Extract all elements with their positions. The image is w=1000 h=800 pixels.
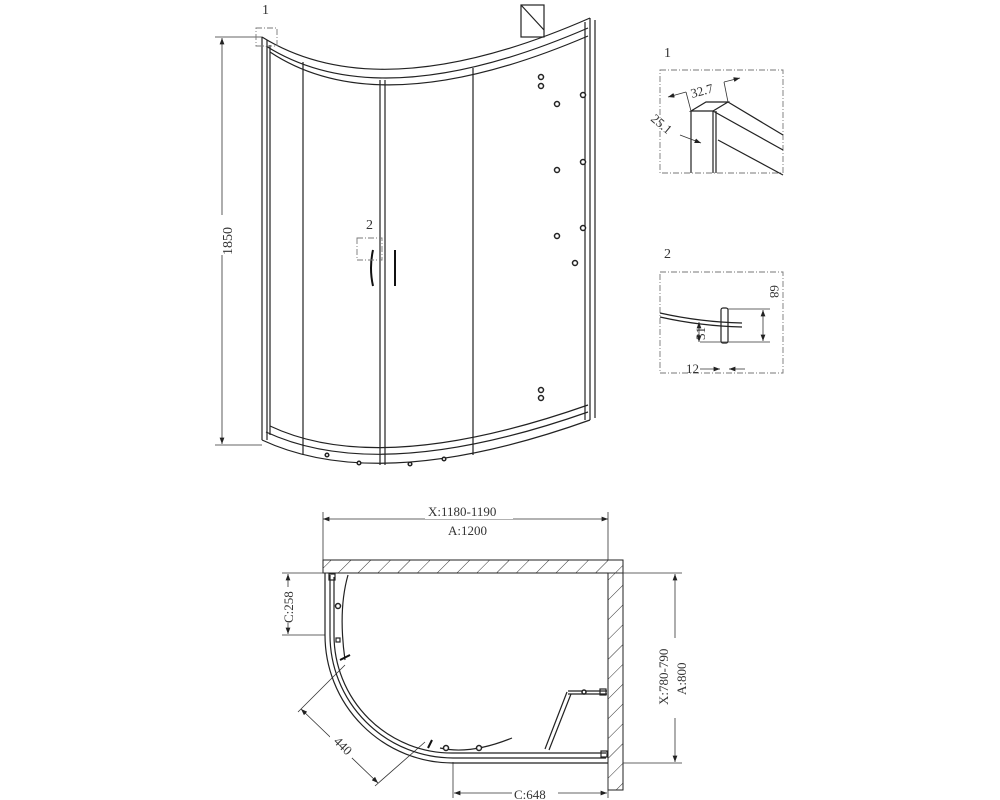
front-view: 1850: [214, 3, 596, 467]
callout-1-label: 1: [262, 3, 269, 18]
walls: [322, 559, 624, 791]
callout-box-1: 1: [255, 3, 278, 47]
wall-bracket: [520, 4, 545, 38]
width-range-label: X:1180-1190: [428, 504, 496, 519]
enclosure-outline: [324, 573, 608, 764]
detail-1-title: 1: [664, 46, 671, 61]
width-dimension: X:1180-1190 A:1200: [322, 504, 609, 560]
detail-1: 1 32.7 25.1: [648, 46, 784, 176]
depth-nominal-label: A:800: [674, 663, 689, 696]
height-dimension: 1850: [214, 36, 262, 446]
width-nominal-label: A:1200: [448, 523, 487, 538]
detail-2-title: 2: [664, 247, 671, 262]
door-opening-dimension: 440: [297, 664, 426, 787]
detail-1-depth-dim: 25.1: [648, 111, 675, 137]
height-dim-label: 1850: [221, 227, 236, 255]
detail-1-width-dim: 32.7: [689, 80, 715, 101]
detail-2-width-dim: 12: [686, 361, 699, 376]
depth-dimension: X:780-790 A:800: [608, 572, 692, 764]
plan-view: X:1180-1190 A:1200 X:780-790 A:800 C:258…: [280, 504, 692, 800]
detail-2: 2 68 31 12: [659, 247, 784, 376]
callout-2-label: 2: [366, 218, 373, 233]
side-c-label: C:258: [281, 591, 296, 623]
door-handles: [370, 249, 396, 287]
depth-range-label: X:780-790: [656, 649, 671, 705]
enclosure-frame: [261, 17, 596, 465]
detail-2-height-dim: 68: [767, 285, 782, 298]
callout-box-2: 2: [356, 218, 383, 261]
side-c-dimension: C:258: [280, 572, 327, 636]
mounting-holes: [324, 73, 587, 467]
bottom-c-dimension: C:648: [452, 762, 609, 800]
detail-2-offset-dim: 31: [693, 327, 708, 340]
bottom-c-label: C:648: [514, 787, 546, 800]
